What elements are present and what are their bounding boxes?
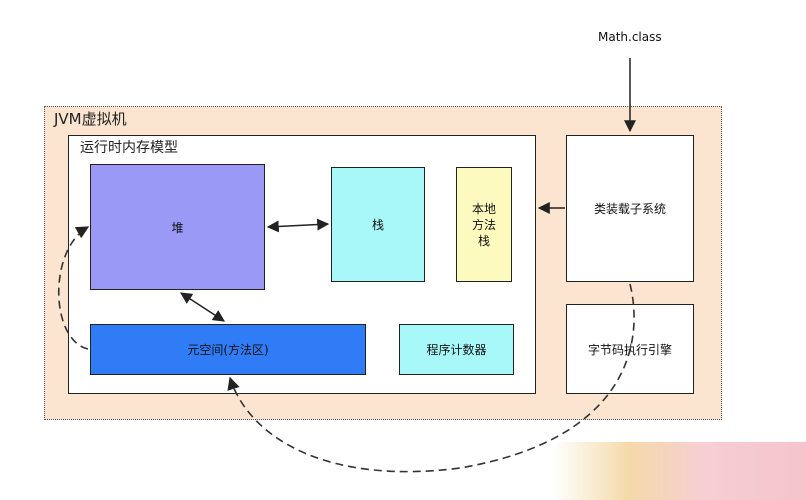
arrow-heap-metaspace <box>179 292 226 322</box>
native-stack-line-2: 方法 <box>471 217 496 232</box>
program-counter-box: 程序计数器 <box>399 324 514 375</box>
class-loader-box: 类装载子系统 <box>566 135 694 282</box>
runtime-memory-title: 运行时内存模型 <box>80 140 178 156</box>
watermark-logo <box>552 442 806 500</box>
arrow-heap-stack <box>266 218 330 233</box>
native-method-stack-box: 本地 方法 栈 <box>456 167 512 282</box>
heap-box: 堆 <box>90 164 265 290</box>
dashed-arrow-engine-to-metaspace <box>227 283 635 473</box>
dashed-arrow-metaspace-to-heap <box>57 226 90 350</box>
math-class-label: Math.class <box>598 30 662 44</box>
native-stack-line-1: 本地 <box>471 201 496 216</box>
jvm-title: JVM虚拟机 <box>54 110 127 128</box>
stack-box: 栈 <box>331 167 425 282</box>
metaspace-box: 元空间(方法区) <box>90 324 366 375</box>
native-stack-line-3: 栈 <box>477 233 490 248</box>
